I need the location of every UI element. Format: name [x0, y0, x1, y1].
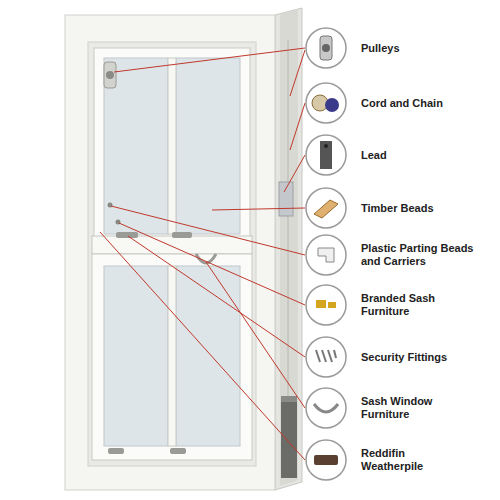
part-label: Branded Sash Furniture — [361, 292, 451, 318]
part-label: Cord and Chain — [361, 97, 443, 110]
part-label: Security Fittings — [361, 351, 447, 364]
part-label: Lead — [361, 149, 387, 162]
part-label: Timber Beads — [361, 202, 434, 215]
part-label: Reddifin Weatherpile — [361, 447, 437, 473]
part-label: Plastic Parting Beads and Carriers — [361, 242, 475, 268]
part-label: Pulleys — [361, 42, 400, 55]
part-label: Sash Window Furniture — [361, 395, 446, 421]
